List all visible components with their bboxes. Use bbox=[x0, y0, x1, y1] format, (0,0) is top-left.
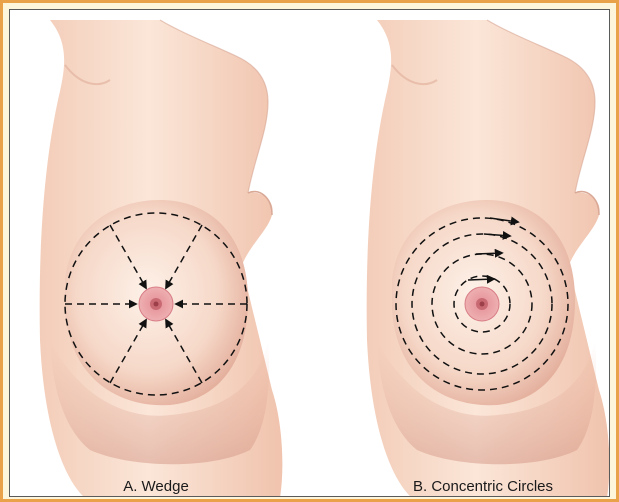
illustration-panel: A. Wedge B. Concentric Circles bbox=[9, 9, 610, 497]
caption-concentric-circles: B. Concentric Circles bbox=[413, 478, 553, 495]
nipple-a bbox=[139, 287, 173, 321]
breast-exam-illustration bbox=[10, 10, 610, 497]
nipple-b bbox=[465, 287, 499, 321]
concentric-arrow-1 bbox=[468, 279, 494, 280]
caption-wedge: A. Wedge bbox=[123, 478, 189, 495]
concentric-arrow-2 bbox=[476, 253, 502, 254]
